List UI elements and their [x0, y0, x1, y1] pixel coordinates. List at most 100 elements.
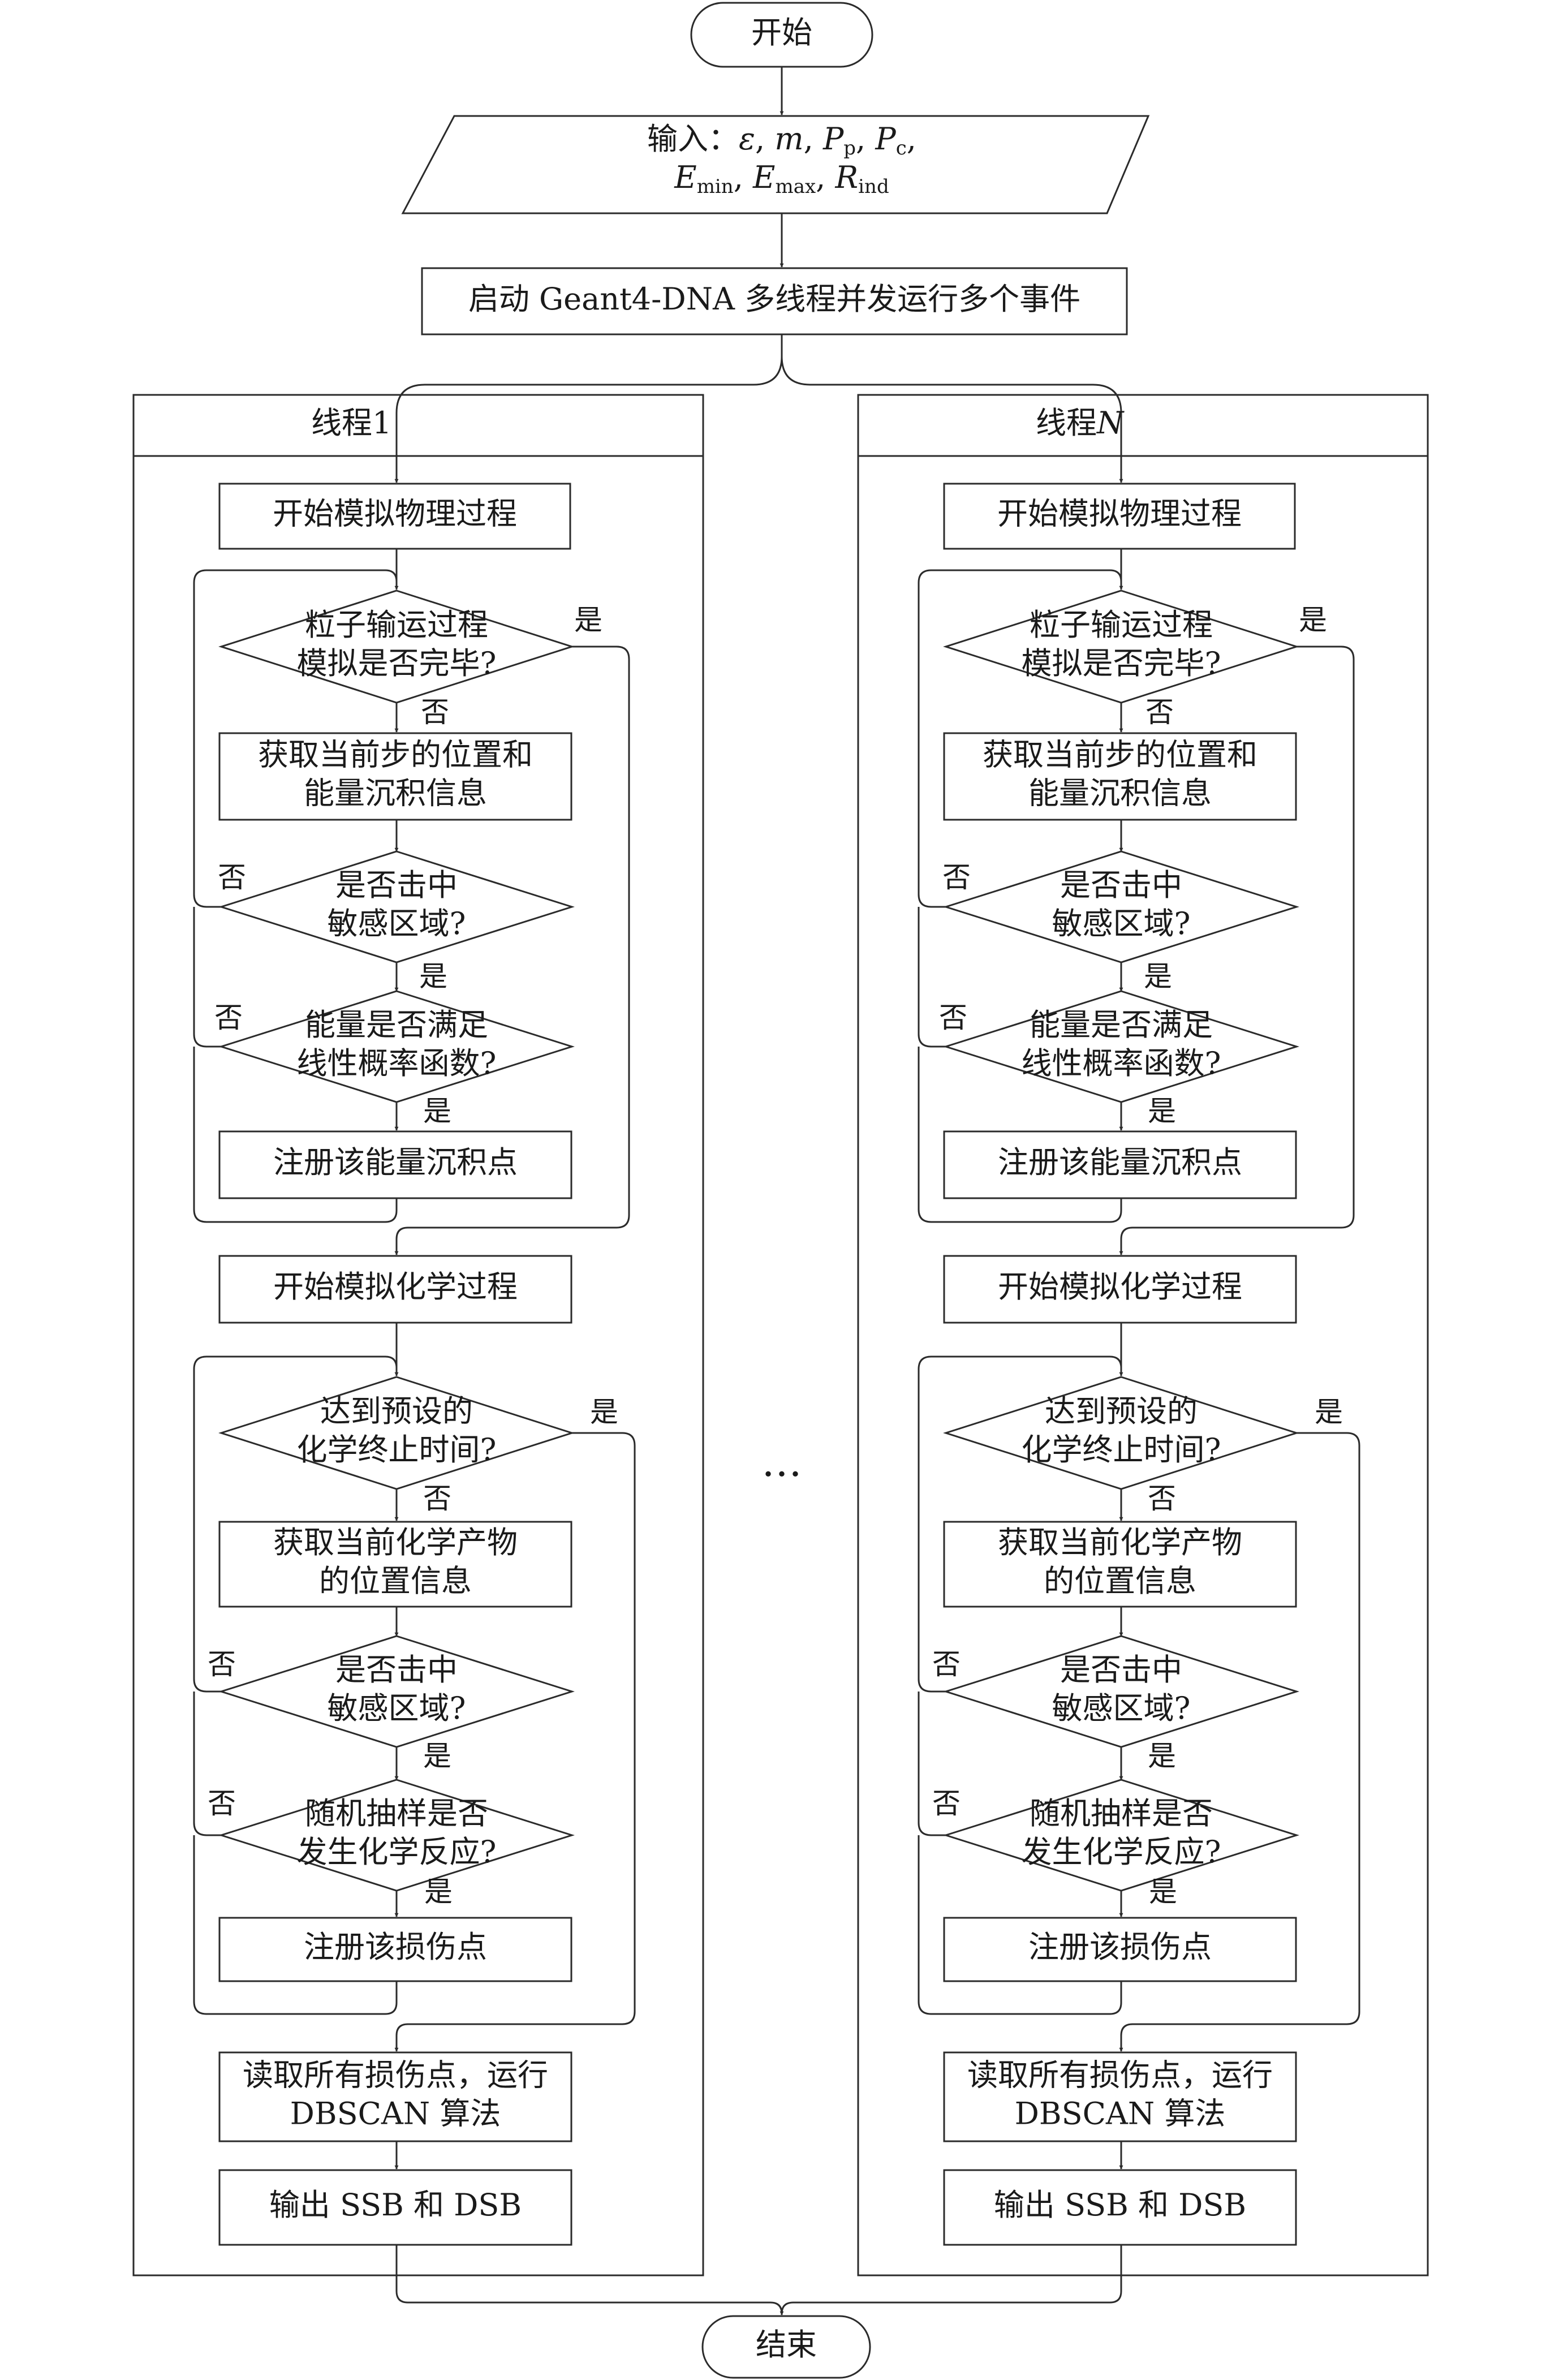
- reaction-diamond-label: 随机抽样是否: [1030, 1796, 1213, 1831]
- reaction-diamond-label: 发生化学反应?: [297, 1834, 497, 1870]
- param-symbol: E: [674, 160, 696, 195]
- dbscan-box: [943, 2051, 1297, 2142]
- param-separator: ,: [755, 121, 774, 157]
- edge-label-yes: 是: [1144, 960, 1172, 993]
- loop-hit-chem-no: [193, 1355, 398, 1693]
- loop-reaction-no: [918, 1692, 946, 1836]
- dbscan-box-label: 读取所有损伤点，运行: [243, 2058, 548, 2093]
- thread-title-prefix: 线程: [311, 405, 372, 441]
- param-symbol: ε: [739, 121, 755, 157]
- transport-done-diamond-label: 模拟是否完毕?: [297, 645, 497, 681]
- thread-title-value: N: [1096, 405, 1125, 441]
- edge-label-yes: 是: [574, 604, 602, 636]
- split-connector-right: [781, 356, 1122, 414]
- start-label: 开始: [751, 15, 812, 50]
- param-separator: ,: [856, 121, 875, 157]
- chem-time-diamond-label: 达到预设的: [1045, 1393, 1198, 1429]
- register-energy-box-label: 注册该能量沉积点: [273, 1144, 518, 1180]
- thread-n-lane: 线程N开始模拟物理过程粒子输运过程模拟是否完毕?否获取当前步的位置和能量沉积信息…: [857, 394, 1429, 2276]
- hit-physics-diamond-label: 敏感区域?: [328, 906, 466, 941]
- input-params-line-2: Emin​, Emax​, Rind​: [674, 160, 889, 198]
- hit-chem-diamond-label: 是否击中: [335, 1652, 458, 1688]
- register-damage-box: [218, 1917, 572, 1982]
- output-box: [218, 2169, 572, 2246]
- param-subscript: min: [697, 175, 734, 198]
- chem-time-diamond-label: 化学终止时间?: [1022, 1432, 1221, 1467]
- hit-chem-diamond-label: 是否击中: [1060, 1652, 1182, 1688]
- edge-label-no: 否: [218, 861, 246, 894]
- chem-start-box-label: 开始模拟化学过程: [998, 1269, 1242, 1305]
- input-line-2: Emin​, Emax​, Rind​: [674, 160, 889, 198]
- loop-hit-physics-no: [918, 569, 1122, 908]
- end-terminal: [701, 2315, 871, 2379]
- get-chem-box-label: 的位置信息: [1044, 1563, 1196, 1599]
- get-chem-box: [943, 1521, 1297, 1608]
- output-box-label: 输出 SSB 和 DSB: [269, 2187, 522, 2223]
- dbscan-box: [218, 2051, 572, 2142]
- param-symbol: P: [875, 121, 897, 157]
- hit-chem-diamond-label: 敏感区域?: [1052, 1690, 1191, 1726]
- arrow-transport-yes: [394, 645, 630, 1255]
- thread-1-lane: 线程1开始模拟物理过程粒子输运过程模拟是否完毕?否获取当前步的位置和能量沉积信息…: [132, 394, 704, 2276]
- end-label: 结束: [756, 2327, 817, 2362]
- hit-chem-diamond-label: 敏感区域?: [328, 1690, 466, 1726]
- output-box: [943, 2169, 1297, 2246]
- register-energy-box-label: 注册该能量沉积点: [998, 1144, 1242, 1180]
- energy-check-diamond-label: 能量是否满足: [1030, 1007, 1213, 1043]
- thread-panel: [132, 394, 704, 2276]
- param-subscript: c: [896, 137, 907, 160]
- get-step-box-label: 能量沉积信息: [1028, 776, 1212, 811]
- thread-title: 线程1: [311, 405, 391, 441]
- chem-time-diamond-label: 化学终止时间?: [297, 1432, 497, 1467]
- edge-label-no: 否: [932, 1648, 961, 1681]
- loop-register-energy: [918, 1047, 1122, 1223]
- get-step-box-label: 获取当前步的位置和: [258, 737, 533, 773]
- loop-register-energy: [193, 1047, 398, 1223]
- param-separator: ,: [734, 160, 753, 195]
- edge-label-yes: 是: [590, 1396, 618, 1428]
- output-box-label: 输出 SSB 和 DSB: [994, 2187, 1246, 2223]
- register-damage-box: [943, 1917, 1297, 1982]
- thread-panel: [857, 394, 1429, 2276]
- edge-label-no: 否: [423, 1482, 451, 1515]
- reaction-diamond-label: 发生化学反应?: [1022, 1834, 1221, 1870]
- get-chem-box: [218, 1521, 572, 1608]
- loop-hit-physics-no: [193, 569, 398, 908]
- edge-label-yes: 是: [1148, 1740, 1176, 1772]
- register-damage-box-label: 注册该损伤点: [1028, 1929, 1212, 1965]
- launch-box: [421, 267, 1128, 335]
- arrow-transport-yes: [1119, 645, 1355, 1255]
- chem-time-diamond-label: 达到预设的: [320, 1393, 473, 1429]
- edge-label-no: 否: [1145, 696, 1174, 729]
- edge-label-no: 否: [214, 1001, 243, 1034]
- loop-energy-no: [918, 907, 946, 1048]
- transport-done-diamond-label: 粒子输运过程: [305, 607, 488, 643]
- input-parallelogram: [401, 115, 1150, 214]
- param-subscript: p: [843, 137, 856, 160]
- edge-label-yes: 是: [1148, 1095, 1176, 1127]
- loop-reaction-no: [193, 1692, 221, 1836]
- transport-done-diamond-label: 模拟是否完毕?: [1022, 645, 1221, 681]
- thread-title: 线程N: [1036, 405, 1125, 441]
- param-separator: ,: [804, 121, 823, 157]
- chem-start-box: [218, 1255, 572, 1324]
- loop-register-damage: [918, 1835, 1122, 2015]
- edge-label-yes: 是: [424, 1875, 453, 1908]
- hit-physics-diamond-label: 敏感区域?: [1052, 906, 1191, 941]
- merge-connector-left: [395, 2275, 783, 2314]
- param-separator: ,: [816, 160, 835, 195]
- edge-label-no: 否: [932, 1787, 961, 1820]
- param-subscript: max: [775, 175, 816, 198]
- energy-check-diamond-label: 线性概率函数?: [1022, 1045, 1221, 1081]
- loop-hit-chem-no: [918, 1355, 1122, 1693]
- edge-label-no: 否: [1148, 1482, 1176, 1515]
- get-chem-box-label: 的位置信息: [319, 1563, 472, 1599]
- edge-label-no: 否: [942, 861, 971, 894]
- input-line-1: 输入：ε, m, Pp​, Pc​,: [647, 121, 916, 160]
- get-step-box: [943, 732, 1297, 821]
- thread-title-value: 1: [372, 405, 391, 441]
- edge-label-no: 否: [421, 696, 449, 729]
- arrow-chem-time-yes: [394, 1432, 636, 2052]
- thread-title-prefix: 线程: [1036, 405, 1097, 441]
- edge-label-yes: 是: [1149, 1875, 1177, 1908]
